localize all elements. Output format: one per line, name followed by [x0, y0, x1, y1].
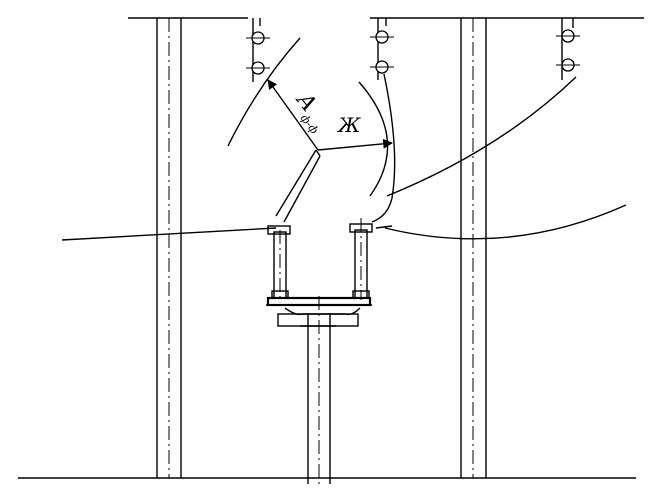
disconnector-blade	[275, 149, 321, 223]
right-structure-column	[460, 18, 487, 478]
suspension-insulator-3	[556, 18, 580, 80]
suspension-insulator-2	[370, 18, 394, 80]
left-post-insulator	[267, 225, 291, 300]
ground-clearance-arc	[358, 81, 389, 197]
lower-clearance-arc	[384, 204, 627, 240]
suspension-insulator-1	[246, 18, 270, 82]
phase-distance-arrow	[267, 79, 319, 151]
support-pillar	[307, 296, 331, 486]
right-post-insulator	[349, 218, 373, 300]
label-A: А	[290, 87, 321, 117]
ground-distance-arrow	[317, 138, 393, 151]
horizontal-conductor-right	[375, 225, 393, 229]
right-clearance-arc	[386, 76, 577, 197]
left-structure-column	[156, 18, 182, 478]
label-Zh: Ж	[336, 113, 361, 137]
sagging-conductor	[371, 73, 396, 223]
horizontal-conductor	[61, 227, 277, 241]
phase-clearance-arc-left	[227, 37, 301, 147]
